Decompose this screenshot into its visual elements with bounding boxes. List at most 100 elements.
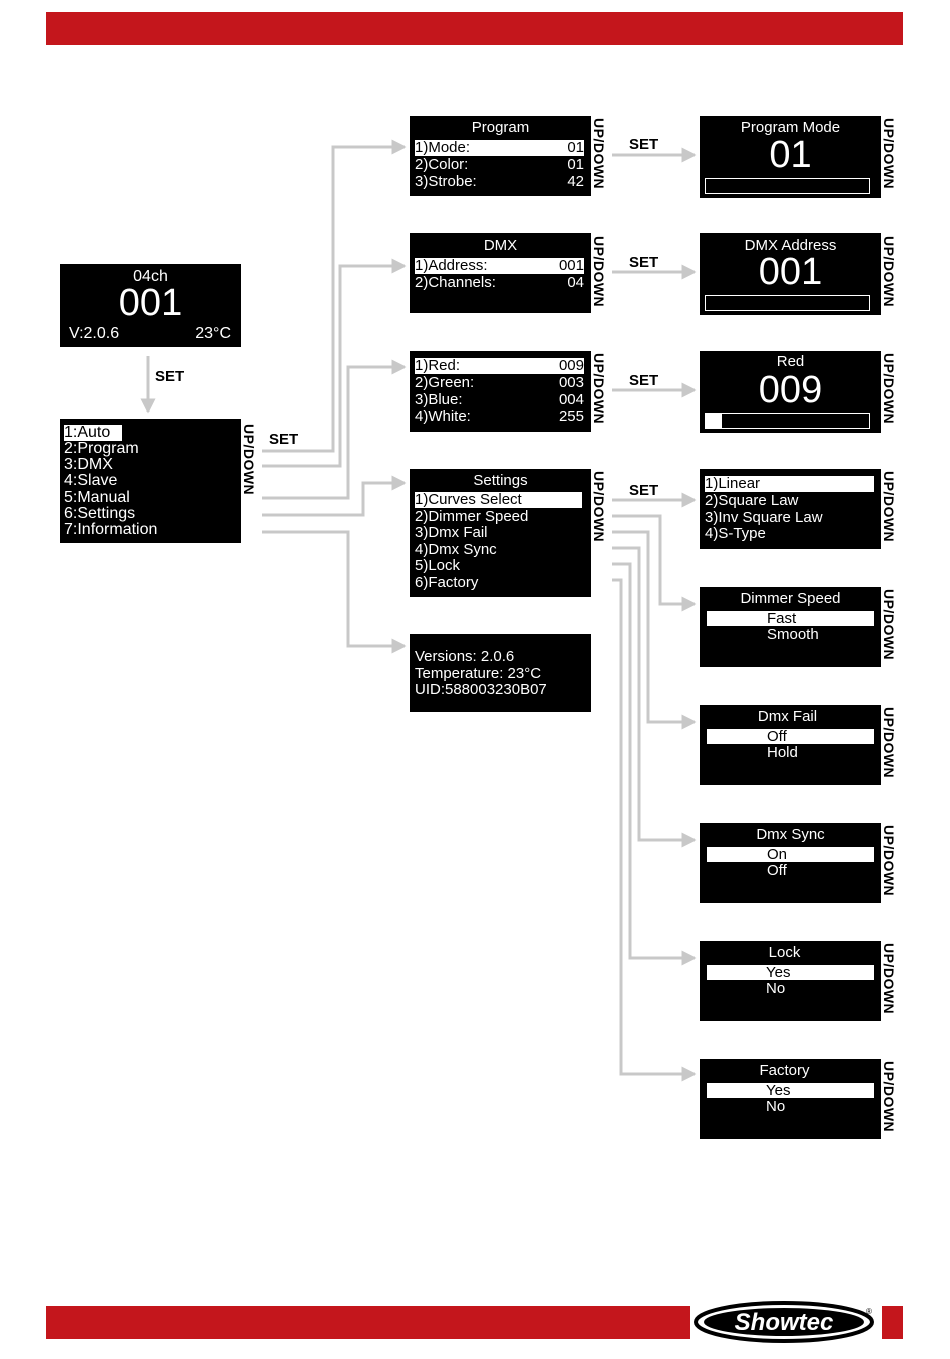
manual-row-value: 009 xyxy=(558,357,584,374)
set-label-home: SET xyxy=(155,368,185,385)
dimmer-speed-title: Dimmer Speed xyxy=(740,590,841,607)
program-row-label: 2)Color: xyxy=(415,156,469,173)
factory-option-no[interactable]: No xyxy=(707,1099,874,1114)
dmx-row-address[interactable]: 1)Address: 001 xyxy=(415,258,584,274)
manual-row-green[interactable]: 2)Green:003 xyxy=(415,375,584,391)
dimmer-speed-option-fast[interactable]: Fast xyxy=(707,611,874,626)
registered-mark: ® xyxy=(866,1307,872,1316)
option-text: Smooth xyxy=(767,626,819,643)
dmx-address-value: 001 xyxy=(118,282,183,324)
program-row-mode[interactable]: 1)Mode:01 xyxy=(415,140,584,156)
dmx-row-channels[interactable]: 2)Channels:04 xyxy=(415,275,584,291)
factory-screen: Factory Yes No xyxy=(700,1059,881,1139)
option-text: No xyxy=(766,1098,786,1115)
arrow-to-lock xyxy=(612,562,697,966)
dmx-sync-screen: Dmx Sync On Off xyxy=(700,823,881,903)
dmx-sync-option-off[interactable]: Off xyxy=(707,863,874,878)
dmx-address-level-bar[interactable] xyxy=(705,295,870,311)
curve-option-square-law[interactable]: 2)Square Law xyxy=(705,492,799,509)
menu-item-auto[interactable]: 1:Auto xyxy=(64,425,123,441)
option-text: On xyxy=(767,846,788,863)
dmx-row-value: 001 xyxy=(558,257,584,274)
updown-label-lock: UP/DOWN xyxy=(881,943,897,1015)
curve-option-s-type[interactable]: 4)S-Type xyxy=(705,525,766,542)
updown-label-curves: UP/DOWN xyxy=(881,471,897,543)
program-mode-title: Program Mode xyxy=(740,119,841,136)
lock-option-yes[interactable]: Yes xyxy=(707,965,874,980)
info-version: Versions: 2.0.6 xyxy=(415,648,515,665)
option-text: No xyxy=(766,980,786,997)
option-text: Yes xyxy=(766,1082,791,1099)
dmx-fail-option-off[interactable]: Off xyxy=(707,729,874,744)
logo-text: Showtec xyxy=(735,1309,834,1336)
dmx-fail-option-hold[interactable]: Hold xyxy=(707,745,874,760)
settings-item-lock[interactable]: 5)Lock xyxy=(415,557,461,574)
menu-item-dmx[interactable]: 3:DMX xyxy=(64,456,113,473)
dmx-sync-option-on[interactable]: On xyxy=(707,847,874,862)
settings-item-dimmer-speed[interactable]: 2)Dimmer Speed xyxy=(415,508,529,525)
lock-title: Lock xyxy=(768,944,801,961)
settings-title: Settings xyxy=(473,472,528,489)
information-screen: Versions: 2.0.6 Temperature: 23°C UID:58… xyxy=(410,634,591,712)
program-row-label: 1)Mode: xyxy=(415,139,471,156)
manual-screen: 1)Red:009 2)Green:003 3)Blue:004 4)White… xyxy=(410,351,591,432)
settings-item-factory[interactable]: 6)Factory xyxy=(415,574,479,591)
curve-option-inv-square-law[interactable]: 3)Inv Square Law xyxy=(705,509,823,526)
dmx-address-screen: DMX Address 001 xyxy=(700,233,881,315)
set-label-manual: SET xyxy=(629,372,659,389)
firmware-version: V:2.0.6 xyxy=(69,325,120,342)
bottom-band-right xyxy=(882,1306,903,1339)
arrow-to-manual xyxy=(262,359,407,500)
settings-screen: Settings 1)Curves Select 2)Dimmer Speed … xyxy=(410,469,591,597)
option-text: Yes xyxy=(766,964,791,981)
program-title: Program xyxy=(471,119,530,136)
manual-row-label: 2)Green: xyxy=(415,374,475,391)
manual-row-label: 4)White: xyxy=(415,408,471,425)
curve-option-linear[interactable]: 1)Linear xyxy=(705,476,874,492)
menu-item-manual[interactable]: 5:Manual xyxy=(64,489,130,506)
main-menu-screen: 1:Auto 2:Program 3:DMX 4:Slave 5:Manual … xyxy=(60,419,241,543)
menu-item-program[interactable]: 2:Program xyxy=(64,440,139,457)
arrow-to-dmx xyxy=(262,258,407,468)
settings-item-dmx-sync[interactable]: 4)Dmx Sync xyxy=(415,541,497,558)
program-screen: Program 1)Mode:01 2)Color:01 3)Strobe:42 xyxy=(410,116,591,196)
lock-option-no[interactable]: No xyxy=(707,981,874,996)
updown-label-dmx-sync: UP/DOWN xyxy=(881,825,897,897)
program-row-value: 42 xyxy=(567,173,584,190)
manual-row-value: 255 xyxy=(558,408,584,425)
level-fill xyxy=(706,414,723,428)
dimmer-speed-option-smooth[interactable]: Smooth xyxy=(707,627,874,642)
info-uid: UID:588003230B07 xyxy=(415,681,547,698)
updown-label-dmx: UP/DOWN xyxy=(591,236,607,308)
updown-label-red: UP/DOWN xyxy=(881,353,897,425)
settings-item-curves[interactable]: 1)Curves Select xyxy=(415,492,582,508)
channel-count: 04ch xyxy=(133,268,168,285)
dmx-address-number: 001 xyxy=(758,251,823,293)
manual-row-value: 004 xyxy=(558,391,584,408)
factory-title: Factory xyxy=(759,1062,810,1079)
top-band xyxy=(46,12,903,45)
menu-item-slave[interactable]: 4:Slave xyxy=(64,472,118,489)
dimmer-speed-screen: Dimmer Speed Fast Smooth xyxy=(700,587,881,667)
option-text: Off xyxy=(767,862,787,879)
lock-screen: Lock Yes No xyxy=(700,941,881,1021)
manual-row-blue[interactable]: 3)Blue:004 xyxy=(415,392,584,408)
program-row-strobe[interactable]: 3)Strobe:42 xyxy=(415,174,584,190)
factory-option-yes[interactable]: Yes xyxy=(707,1083,874,1098)
dmx-row-label: 1)Address: xyxy=(415,257,488,274)
red-level-bar[interactable] xyxy=(705,413,870,429)
program-mode-level-bar[interactable] xyxy=(705,178,870,194)
menu-item-information[interactable]: 7:Information xyxy=(64,521,158,538)
red-value: 009 xyxy=(758,369,823,411)
info-temperature: Temperature: 23°C xyxy=(415,665,542,682)
manual-row-white[interactable]: 4)White: 255 xyxy=(415,409,584,425)
updown-label-manual: UP/DOWN xyxy=(591,353,607,425)
settings-item-dmx-fail[interactable]: 3)Dmx Fail xyxy=(415,524,488,541)
updown-label-program-mode: UP/DOWN xyxy=(881,118,897,190)
menu-item-settings[interactable]: 6:Settings xyxy=(64,505,136,522)
program-row-color[interactable]: 2)Color:01 xyxy=(415,157,584,173)
red-title: Red xyxy=(776,353,805,370)
dmx-title: DMX xyxy=(483,237,518,254)
manual-row-red[interactable]: 1)Red:009 xyxy=(415,358,584,374)
